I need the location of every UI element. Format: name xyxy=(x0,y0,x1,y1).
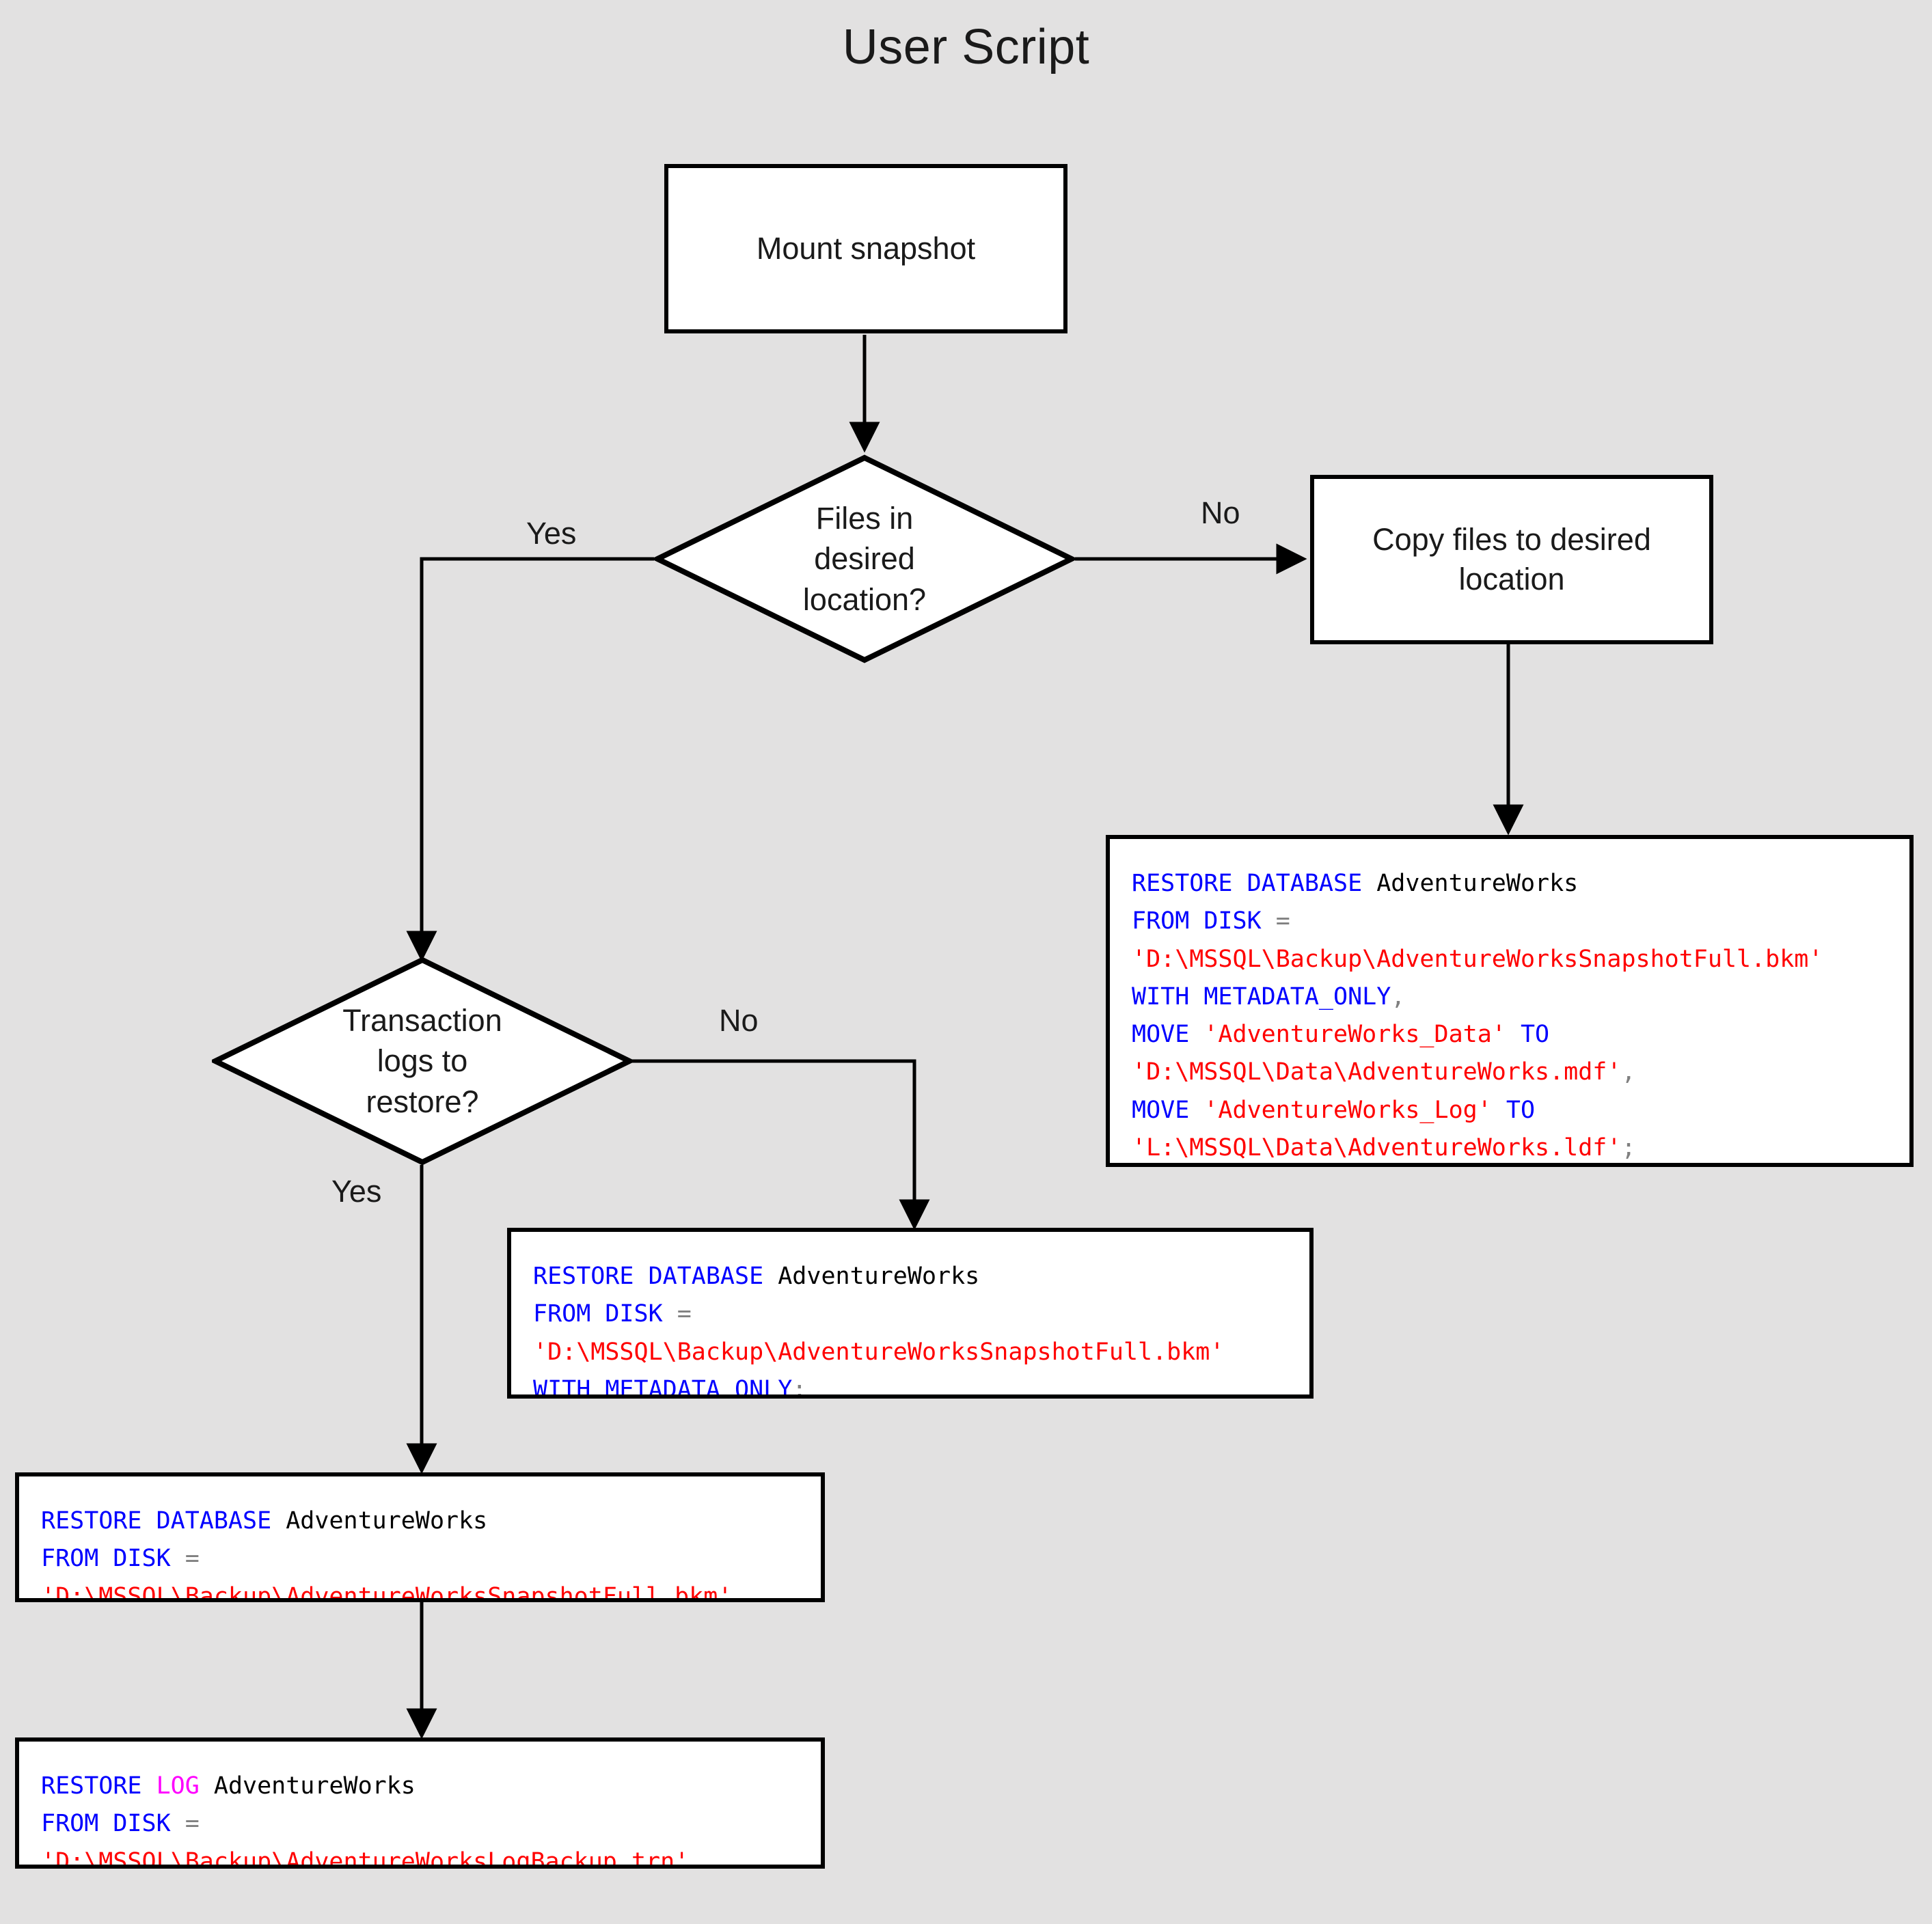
code-token: WITH METADATA_ONLY xyxy=(533,1375,793,1399)
code-token: 'D:\MSSQL\Data\AdventureWorks.mdf' xyxy=(1132,1058,1622,1086)
code-token: AdventureWorks xyxy=(1376,870,1579,897)
code-token: RESTORE DATABASE xyxy=(1132,870,1377,897)
code-token: TO xyxy=(1491,1096,1536,1124)
code-line: MOVE 'AdventureWorks_Data' TO xyxy=(1132,1016,1890,1054)
code-token: AdventureWorks xyxy=(286,1507,488,1535)
code-line: RESTORE LOG AdventureWorks xyxy=(41,1768,802,1805)
code-token: 'D:\MSSQL\Backup\AdventureWorksLogBackup… xyxy=(41,1847,690,1869)
code-line: WITH METADATA_ONLY; xyxy=(533,1371,1290,1399)
code-token: , xyxy=(1391,982,1406,1011)
code-token: WITH METADATA_ONLY xyxy=(1132,982,1391,1011)
diamond-shape xyxy=(654,454,1075,663)
edge-label-logs-no: No xyxy=(719,1003,759,1038)
code-token: 'D:\MSSQL\Backup\AdventureWorksSnapshotF… xyxy=(1132,945,1823,973)
node-mount-snapshot-label: Mount snapshot xyxy=(756,231,976,266)
code-line: 'D:\MSSQL\Backup\AdventureWorksSnapshotF… xyxy=(533,1334,1290,1371)
edge-label-files-yes: Yes xyxy=(526,516,577,551)
code-token: FROM DISK xyxy=(533,1300,677,1328)
page-title: User Script xyxy=(842,20,1090,74)
code-token: AdventureWorks xyxy=(778,1263,980,1290)
code-token: FROM DISK xyxy=(1132,907,1276,935)
code-line: 'D:\MSSQL\Backup\AdventureWorksSnapshotF… xyxy=(41,1578,802,1602)
code-line: FROM DISK = xyxy=(533,1295,1290,1333)
code-token: FROM DISK xyxy=(41,1545,185,1573)
code-token: TO xyxy=(1506,1021,1550,1049)
code-line: 'D:\MSSQL\Data\AdventureWorks.mdf', xyxy=(1132,1054,1890,1091)
code-line: FROM DISK = xyxy=(41,1805,802,1843)
code-line: RESTORE DATABASE AdventureWorks xyxy=(533,1258,1290,1295)
diamond-shape xyxy=(212,957,633,1166)
node-copy-files[interactable]: Copy files to desired location xyxy=(1310,475,1713,644)
code-line: WITH METADATA_ONLY, xyxy=(1132,978,1890,1016)
code-token: , xyxy=(1621,1058,1636,1086)
code-token: 'AdventureWorks_Data' xyxy=(1203,1021,1506,1049)
code-token: ; xyxy=(1621,1134,1636,1162)
node-mount-snapshot[interactable]: Mount snapshot xyxy=(664,164,1067,333)
code-token: 'AdventureWorks_Log' xyxy=(1203,1096,1492,1124)
edge-label-files-no: No xyxy=(1201,495,1240,530)
code-line: FROM DISK = xyxy=(41,1540,802,1578)
code-line: 'D:\MSSQL\Backup\AdventureWorksSnapshotF… xyxy=(1132,941,1890,978)
node-transaction-logs-to-restore[interactable]: Transaction logs to restore? xyxy=(212,957,633,1166)
code-token: = xyxy=(185,1545,200,1573)
code-token: 'D:\MSSQL\Backup\AdventureWorksSnapshotF… xyxy=(41,1582,733,1602)
code-token: = xyxy=(1275,907,1290,935)
edge-label-logs-yes: Yes xyxy=(331,1174,382,1209)
code-line: RESTORE DATABASE AdventureWorks xyxy=(1132,865,1890,903)
code-token: MOVE xyxy=(1132,1096,1204,1124)
code-token: RESTORE DATABASE xyxy=(533,1263,778,1290)
code-token: RESTORE DATABASE xyxy=(41,1507,286,1535)
node-files-in-desired-location[interactable]: Files in desired location? xyxy=(654,454,1075,663)
code-token: 'L:\MSSQL\Data\AdventureWorks.ldf' xyxy=(1132,1134,1622,1162)
code-token: RESTORE xyxy=(41,1772,157,1800)
code-line: RESTORE DATABASE AdventureWorks xyxy=(41,1502,802,1540)
node-copy-files-label: Copy files to desired location xyxy=(1372,522,1651,596)
code-line: 'L:\MSSQL\Data\AdventureWorks.ldf'; xyxy=(1132,1129,1890,1163)
code-token: ; xyxy=(792,1375,807,1399)
code-token: AdventureWorks xyxy=(199,1772,416,1800)
code-token: 'D:\MSSQL\Backup\AdventureWorksSnapshotF… xyxy=(533,1338,1225,1366)
code-line: 'D:\MSSQL\Backup\AdventureWorksLogBackup… xyxy=(41,1843,802,1869)
code-token: MOVE xyxy=(1132,1021,1204,1049)
code-line: MOVE 'AdventureWorks_Log' TO xyxy=(1132,1092,1890,1129)
code-token: = xyxy=(185,1810,200,1838)
code-line: FROM DISK = xyxy=(1132,903,1890,940)
code-token: FROM DISK xyxy=(41,1810,185,1838)
code-token: = xyxy=(677,1300,692,1328)
code-token: LOG xyxy=(156,1772,200,1800)
